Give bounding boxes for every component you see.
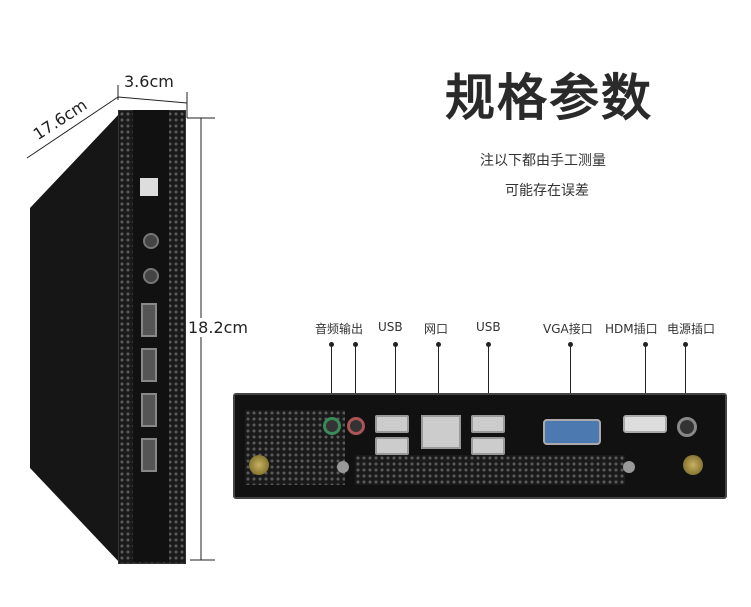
tower-side-panel	[30, 113, 120, 563]
logo-icon	[140, 178, 158, 196]
label-vga: VGA接口	[543, 322, 593, 336]
audio-out-red-icon	[347, 417, 365, 435]
note-line-1: 注以下都由手工测量	[480, 153, 606, 169]
screw-icon	[623, 461, 635, 473]
screw-icon	[249, 455, 269, 475]
audio-jack-icon	[143, 268, 159, 284]
label-usb-2: USB	[476, 320, 501, 334]
usb-port-icon	[375, 415, 409, 433]
power-jack-icon	[677, 417, 697, 437]
usb-port-icon	[141, 303, 157, 337]
note-line-2: 可能存在误差	[505, 183, 589, 199]
ethernet-port-icon	[421, 415, 461, 449]
usb-port-icon	[471, 415, 505, 433]
label-usb-1: USB	[378, 320, 403, 334]
label-hdmi: HDM插口	[605, 322, 658, 336]
usb-port-icon	[141, 348, 157, 382]
mini-pc-tower	[20, 108, 190, 568]
screw-icon	[683, 455, 703, 475]
usb-port-icon	[141, 393, 157, 427]
usb-port-icon	[141, 438, 157, 472]
audio-out-green-icon	[323, 417, 341, 435]
hdmi-port-icon	[623, 415, 667, 433]
label-power: 电源插口	[667, 322, 716, 336]
height-label: 18.2cm	[188, 318, 249, 337]
page-title: 规格参数	[445, 69, 653, 127]
label-audio-out: 音频输出	[315, 322, 364, 336]
label-lan: 网口	[424, 322, 449, 336]
screw-icon	[337, 461, 349, 473]
width-label: 3.6cm	[124, 72, 174, 91]
vent-grille	[355, 455, 625, 485]
usb-port-icon	[471, 437, 505, 455]
rear-panel	[233, 393, 727, 499]
vga-port-icon	[543, 419, 601, 445]
audio-jack-icon	[143, 233, 159, 249]
usb-port-icon	[375, 437, 409, 455]
